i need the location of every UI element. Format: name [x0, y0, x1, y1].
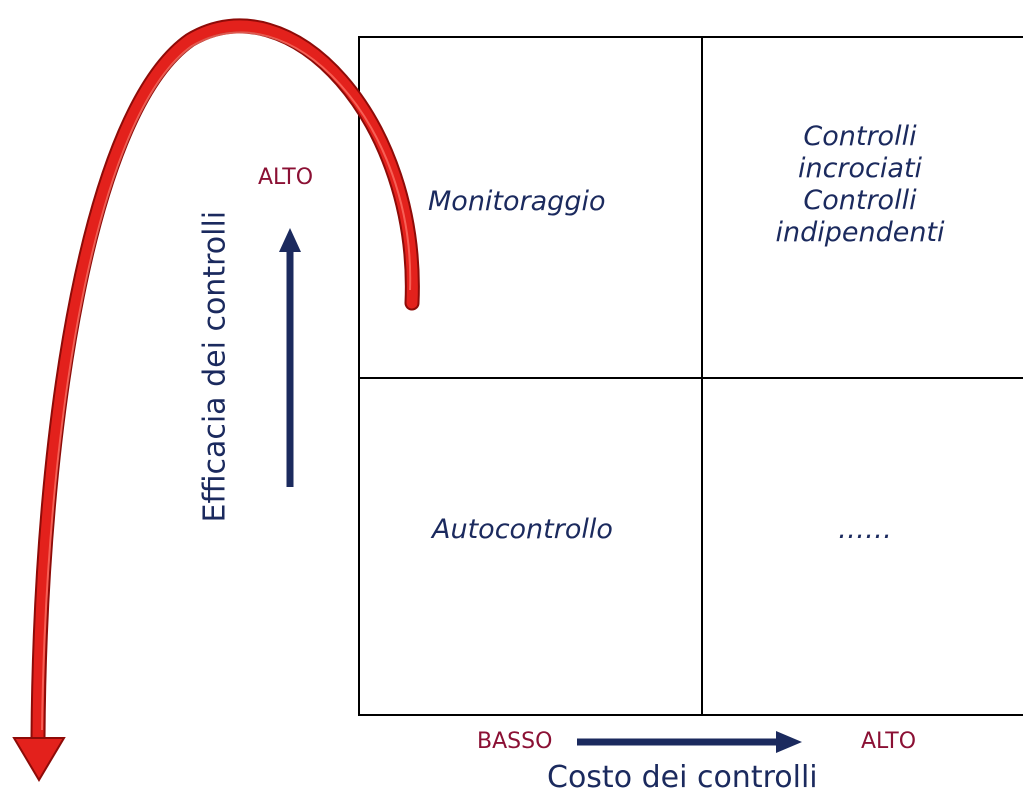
quadrant-top-right: Controlli incrociati Controlli indipende… — [760, 121, 960, 249]
x-axis-high-label: ALTO — [861, 729, 917, 754]
matrix-horizontal-divider — [360, 377, 1023, 379]
matrix-vertical-divider — [701, 38, 703, 714]
quadrant-top-right-line: Controlli — [803, 121, 917, 152]
quadrant-top-right-line: indipendenti — [775, 217, 945, 248]
y-axis-high-label: ALTO — [258, 165, 314, 190]
cost-efficacy-matrix — [358, 36, 1023, 716]
x-axis-title: Costo dei controlli — [547, 760, 818, 795]
quadrant-top-left: Monitoraggio — [428, 186, 606, 217]
quadrant-bottom-right: …… — [838, 514, 892, 545]
x-axis-low-label: BASSO — [477, 729, 553, 754]
x-axis-arrow-icon — [577, 731, 802, 753]
quadrant-top-right-line: incrociati — [797, 153, 923, 184]
quadrant-top-right-line: Controlli — [803, 185, 917, 216]
red-curved-arrow-icon — [12, 18, 420, 782]
y-axis-arrow-icon — [279, 228, 301, 487]
quadrant-bottom-left: Autocontrollo — [432, 514, 613, 545]
